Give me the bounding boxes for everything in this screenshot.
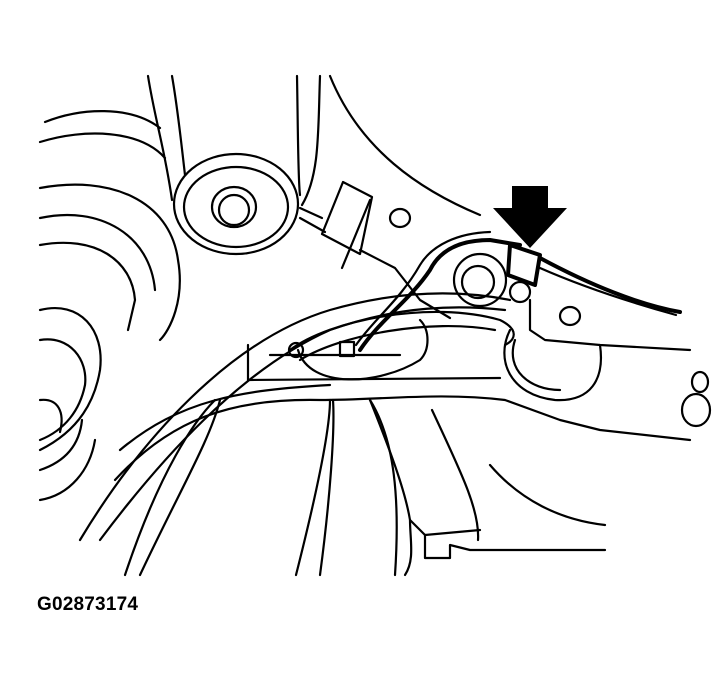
lower-arm	[78, 292, 692, 542]
upper-strut	[146, 74, 482, 217]
figure-caption: G02873174	[37, 594, 139, 615]
wiring-harness	[287, 230, 522, 381]
harness-clip-bracket	[452, 243, 692, 352]
lower-components	[123, 398, 607, 577]
right-lower-housing	[503, 328, 712, 428]
left-housing-curves	[38, 110, 181, 502]
bushing-bolt-upper	[172, 152, 300, 256]
callout-arrow-icon	[493, 186, 567, 248]
sensor-connector	[298, 180, 452, 320]
